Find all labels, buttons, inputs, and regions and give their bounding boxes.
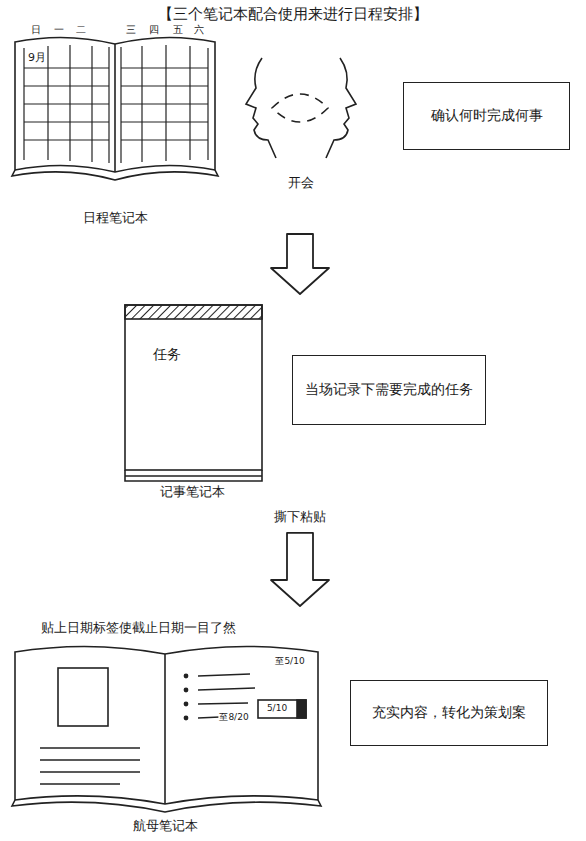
calendar-notebook (114, 44, 116, 172)
memo-notebook (125, 305, 262, 470)
node-text: 贴上日期标签使截止日期一目了然 (41, 620, 236, 636)
flagship-notebook (198, 703, 248, 704)
calendar-notebook (121, 103, 208, 104)
flagship-notebook (184, 716, 189, 721)
meeting-faces (246, 58, 356, 158)
flagship-notebook (297, 700, 306, 718)
block-arrow (271, 533, 329, 606)
flagship-notebook (198, 688, 255, 690)
flagship-notebook (184, 688, 189, 693)
node-caption: 航母笔记本 (133, 818, 198, 834)
flagship-notebook (15, 646, 318, 804)
flagship-notebook (40, 747, 140, 748)
calendar-notebook (69, 45, 70, 161)
calendar-notebook (108, 47, 109, 163)
flagship-notebook (198, 674, 250, 676)
flagship-notebook (164, 654, 166, 804)
meeting-faces (326, 58, 356, 158)
flagship-notebook (184, 702, 189, 707)
memo-notebook (125, 470, 262, 481)
calendar-notebook (121, 85, 208, 86)
calendar-notebook (121, 139, 208, 140)
node-text: 充实内容，转化为策划案 (372, 704, 526, 722)
flagship-notebook (40, 674, 255, 784)
memo-notebook (125, 305, 262, 319)
weekday-label: 六 (194, 24, 204, 36)
note-box: 当场记录下需要完成的任务 (292, 355, 486, 425)
flagship-notebook (40, 759, 140, 760)
node-text: 日程笔记本 (83, 210, 148, 226)
deadline-label: 至8/20 (218, 712, 249, 722)
calendar-notebook (24, 139, 109, 140)
block-arrow (271, 234, 329, 294)
node-caption: 记事笔记本 (160, 484, 225, 500)
flagship-notebook (184, 674, 189, 721)
node-text: 确认何时完成何事 (431, 107, 543, 125)
deadline-label: 至5/10 (274, 656, 305, 666)
calendar-notebook (12, 37, 218, 180)
node-text: 当场记录下需要完成的任务 (305, 381, 473, 399)
memo-notebook (125, 305, 262, 481)
note-box: 充实内容，转化为策划案 (350, 680, 548, 746)
calendar-notebook (121, 121, 208, 122)
month-label: 9月 (27, 52, 47, 65)
flagship-notebook (198, 717, 220, 718)
calendar-notebook (120, 47, 121, 163)
flagship-notebook (12, 646, 321, 812)
calendar-notebook (47, 46, 48, 160)
weekday-label: 四 (149, 24, 159, 36)
weekday-label: 一 (54, 24, 64, 36)
meeting-faces (272, 94, 328, 122)
calendar-notebook (15, 37, 215, 172)
flagship-notebook (58, 668, 108, 726)
calendar-notebook (24, 103, 109, 104)
date-tag: 5/10 (267, 703, 287, 713)
flagship-notebook (258, 700, 306, 718)
weekday-label: 二 (76, 24, 86, 36)
calendar-notebook (165, 45, 166, 161)
flagship-notebook: 贴上日期标签使截止日期一目了然航母笔记本 (10, 612, 330, 838)
weekday-label: 三 (126, 24, 136, 36)
flagship-notebook (12, 800, 321, 812)
memo-notebook: 任务记事笔记本 (115, 300, 267, 502)
calendar-notebook (24, 45, 208, 163)
calendar-notebook (189, 46, 190, 160)
flagship-notebook (184, 674, 189, 679)
weekday-label: 五 (173, 24, 183, 36)
calendar-notebook (24, 67, 109, 68)
flagship-notebook (40, 771, 140, 772)
meeting-label: 开会 (288, 176, 314, 191)
calendar-notebook (24, 121, 109, 122)
note-box: 确认何时完成何事 (403, 82, 570, 150)
edge-label: 撕下粘贴 (274, 510, 326, 525)
calendar-notebook (24, 85, 109, 86)
title: 【三个笔记本配合使用来进行日程安排】 (158, 6, 428, 23)
node-text: 任务 (153, 346, 181, 364)
calendar-notebook (121, 67, 208, 68)
weekday-label: 日 (31, 24, 41, 36)
flagship-notebook (40, 783, 120, 784)
